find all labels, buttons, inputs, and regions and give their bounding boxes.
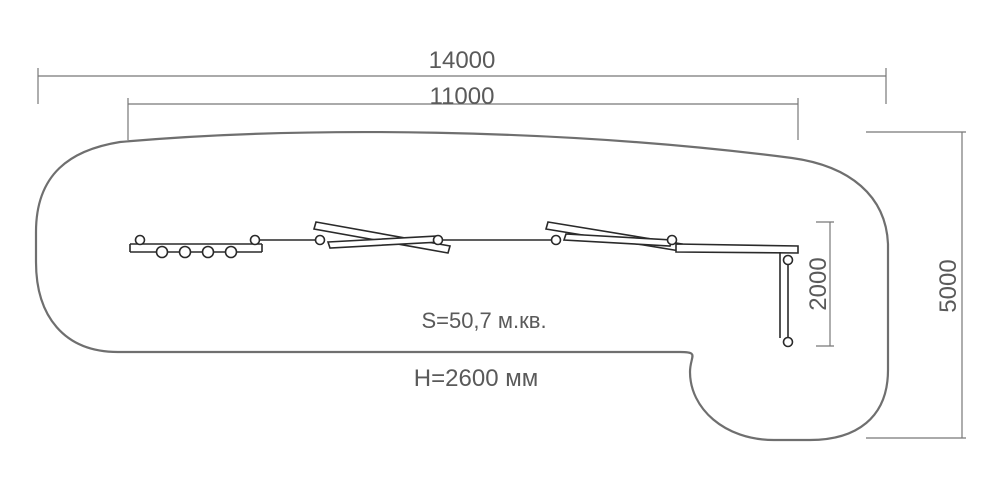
balance-beam-3	[675, 243, 799, 254]
post	[314, 234, 326, 246]
equipment-layout	[129, 221, 799, 348]
post	[249, 234, 261, 246]
post	[432, 234, 444, 246]
balance-beam-1	[312, 221, 452, 254]
ladder-rung	[224, 245, 238, 259]
vertical-rope	[779, 252, 794, 348]
dimension-equipment-width: 2000	[805, 221, 834, 347]
post	[666, 234, 678, 246]
area-label: S=50,7 м.кв.	[421, 308, 546, 333]
beam-board	[675, 243, 799, 254]
post	[782, 254, 794, 266]
dimension-total-width: 5000	[866, 131, 966, 439]
ladder-rung	[155, 245, 169, 259]
dimension-label-total-width: 5000	[935, 259, 962, 312]
horizontal-ladder	[129, 234, 263, 259]
safety-zone-outline	[34, 130, 890, 442]
dimension-total-length: 14000	[37, 47, 887, 104]
dimension-equipment-length: 11000	[127, 83, 799, 140]
post	[134, 234, 146, 246]
beam-board	[562, 233, 674, 247]
post	[782, 336, 794, 348]
dimension-label-equipment-length: 11000	[430, 83, 495, 110]
post	[550, 234, 562, 246]
balance-beam-2	[544, 221, 684, 252]
ladder-rung	[201, 245, 215, 259]
dimension-label-equipment-width: 2000	[805, 257, 832, 310]
ladder-rung	[178, 245, 192, 259]
height-label: H=2600 мм	[414, 365, 538, 392]
dimension-label-total-length: 14000	[429, 47, 496, 74]
